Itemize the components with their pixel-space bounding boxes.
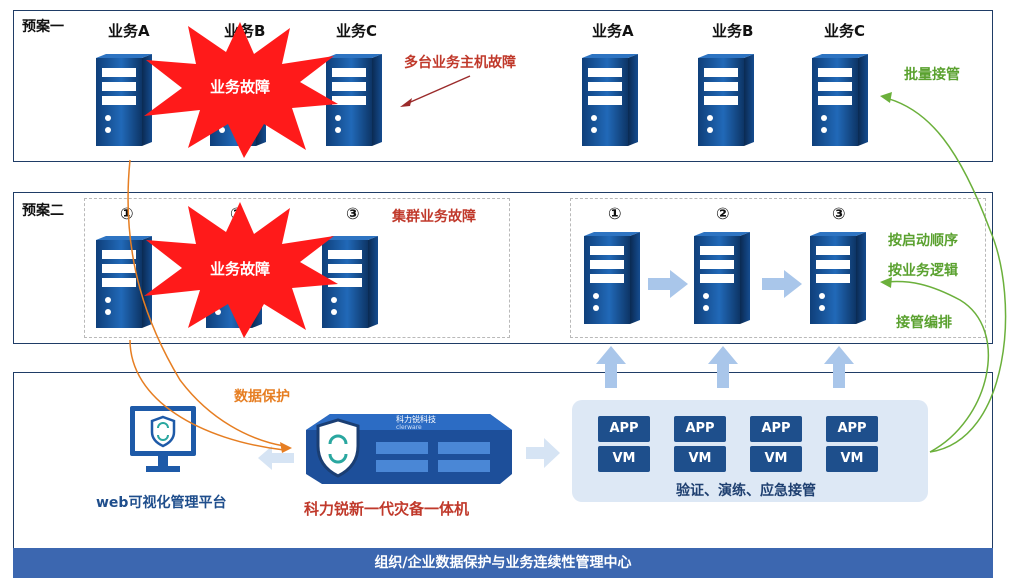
plan2-right-step-3: ③ [832, 204, 846, 223]
appliance-icon: 科力锐科技 clerware [300, 412, 514, 486]
arrow-icon [526, 438, 560, 468]
device-brand: 科力锐科技 [396, 415, 436, 424]
plan1-title: 预案一 [22, 19, 64, 35]
failure-label: 业务故障 [209, 260, 270, 278]
failure-burst-icon: 业务故障 [140, 200, 340, 340]
cluster-fault-note: 集群业务故障 [392, 209, 476, 225]
failure-label: 业务故障 [209, 78, 270, 96]
fault-note: 多台业务主机故障 [404, 55, 516, 71]
monitor-icon [130, 406, 196, 472]
footer-bar: 组织/企业数据保护与业务连续性管理中心 [13, 548, 993, 578]
batch-takeover-note: 批量接管 [904, 67, 960, 83]
app-vm-stack: APP VM [826, 416, 878, 472]
order-note-logic: 按业务逻辑 [888, 263, 958, 279]
arrow-icon [400, 75, 471, 107]
arrow-icon [824, 346, 854, 388]
app-vm-stack: APP VM [750, 416, 802, 472]
plan1-left-service-a: 业务A [108, 22, 150, 40]
plan2-left-group [84, 198, 510, 338]
plan2-left-step-1: ① [120, 204, 134, 223]
server-icon [694, 232, 750, 324]
order-note-startup: 按启动顺序 [888, 233, 958, 249]
data-protect-label: 数据保护 [234, 389, 290, 405]
arrow-icon [708, 346, 738, 388]
app-vm-stack: APP VM [674, 416, 726, 472]
server-icon [812, 54, 868, 146]
plan1-right-service-a: 业务A [592, 22, 634, 40]
server-icon [698, 54, 754, 146]
plan1-left-service-c: 业务C [336, 22, 378, 40]
app-label: APP [826, 416, 878, 442]
plan2-title: 预案二 [22, 203, 64, 219]
arrow-icon [596, 346, 626, 388]
plan2-right-step-2: ② [716, 204, 730, 223]
plan2-left-step-3: ③ [346, 204, 360, 223]
app-label: APP [598, 416, 650, 442]
server-icon [584, 232, 640, 324]
vm-label: VM [674, 446, 726, 472]
app-label: APP [674, 416, 726, 442]
arrow-icon [762, 270, 802, 298]
web-platform-label: web可视化管理平台 [96, 495, 227, 511]
appliance-label: 科力锐新一代灾备一体机 [304, 500, 470, 518]
vm-label: VM [826, 446, 878, 472]
app-label: APP [750, 416, 802, 442]
vm-label: VM [750, 446, 802, 472]
plan1-right-service-c: 业务C [824, 22, 866, 40]
server-icon [810, 232, 866, 324]
verify-note: 验证、演练、应急接管 [676, 483, 816, 499]
device-brand-en: clerware [396, 424, 422, 431]
arrow-icon [258, 446, 294, 470]
app-vm-stack: APP VM [598, 416, 650, 472]
failure-burst-icon: 业务故障 [140, 20, 340, 160]
plan2-right-step-1: ① [608, 204, 622, 223]
plan1-right-service-b: 业务B [712, 22, 754, 40]
arrow-icon [648, 270, 688, 298]
order-note-orchestration: 接管编排 [896, 315, 952, 331]
vm-label: VM [598, 446, 650, 472]
server-icon [582, 54, 638, 146]
